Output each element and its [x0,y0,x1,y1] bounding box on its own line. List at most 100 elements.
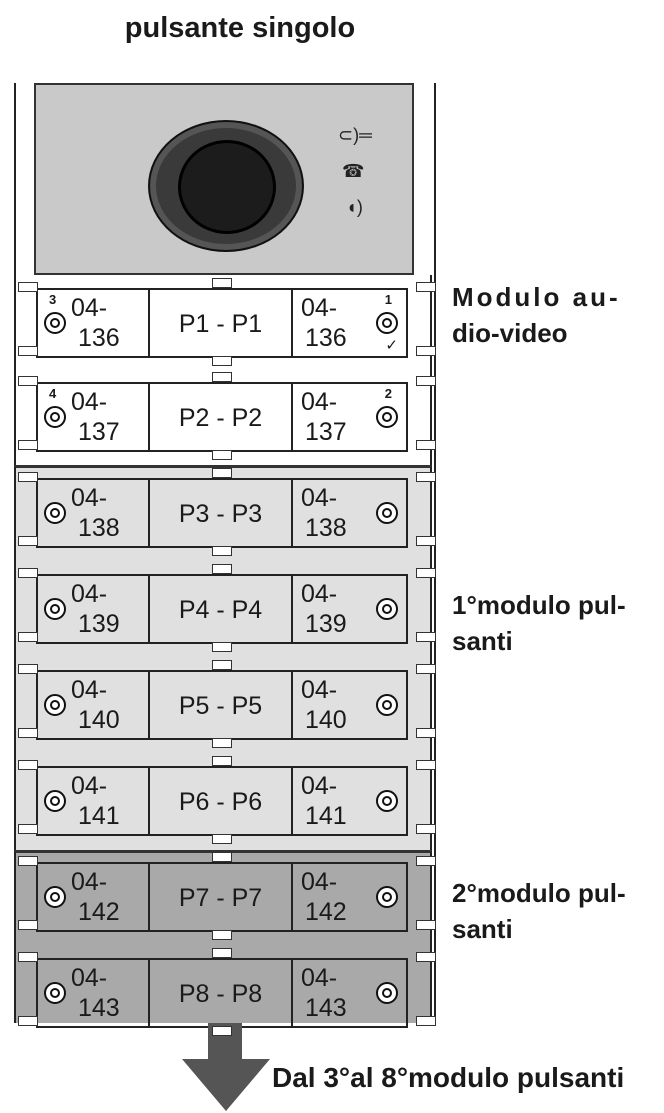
call-button-right[interactable] [376,694,398,716]
right-code-bottom: 142 [305,898,347,926]
name-label: P1 - P1 [178,310,263,338]
mounting-clip [416,824,436,834]
call-button-right[interactable] [376,502,398,524]
left-label-cell: 04-142 [38,864,150,930]
right-button-number: 1 [384,292,392,307]
mounting-clip [18,472,38,482]
call-button-left[interactable] [44,886,66,908]
mounting-clip [416,536,436,546]
mounting-clip [416,760,436,770]
call-button-left[interactable] [44,598,66,620]
mounting-clip [212,546,232,556]
right-label-cell: 04-140 [293,672,406,738]
call-button-left[interactable] [44,790,66,812]
name-cell: P2 - P2 [150,384,293,450]
mounting-clip [18,856,38,866]
right-code-bottom: 139 [305,610,347,638]
mounting-clip [416,376,436,386]
mounting-clip [416,472,436,482]
bottom-label: Dal 3°al 8°modulo pulsanti [272,1062,625,1093]
mounting-clip [18,952,38,962]
mounting-clip [18,568,38,578]
left-label-cell: 04-139 [38,576,150,642]
mounting-clip [18,664,38,674]
left-code-top: 04- [71,676,108,704]
right-code-bottom: 137 [305,418,347,446]
name-label: P4 - P4 [178,596,263,624]
left-code-bottom: 141 [78,802,120,830]
mounting-clip [212,564,232,574]
left-code-bottom: 137 [78,418,120,446]
left-label-cell: 04-138 [38,480,150,546]
mounting-clip [18,824,38,834]
left-code-bottom: 139 [78,610,120,638]
left-code-top: 04- [71,580,108,608]
mounting-clip [212,948,232,958]
right-code-top: 04- [301,484,338,512]
right-code-bottom: 143 [305,994,347,1022]
key-icon: ⊂)═ [338,125,372,145]
module2-label-1: 2°modulo pul- [452,878,626,908]
call-button-left[interactable] [44,694,66,716]
name-label: P2 - P2 [178,404,263,432]
audio-video-label-2: dio-video [452,318,568,348]
camera-panel: ⊂)═ ☎ ◖) [34,83,414,275]
diagram-title: pulsante singolo [124,12,356,44]
call-button-right[interactable] [376,886,398,908]
left-button-number: 3 [49,292,57,307]
audio-video-label-1: Modulo au- [452,282,621,312]
name-label: P5 - P5 [178,692,263,720]
down-arrow-icon [182,1059,270,1111]
right-code-bottom: 140 [305,706,347,734]
module1-label-1: 1°modulo pul- [452,590,626,620]
name-cell: P8 - P8 [150,960,293,1026]
call-button-right[interactable] [376,982,398,1004]
call-button-left[interactable] [44,406,66,428]
mounting-clip [18,536,38,546]
call-button-left[interactable] [44,982,66,1004]
right-code-bottom: 138 [305,514,347,542]
mounting-clip [212,1026,232,1036]
call-button-left[interactable] [44,312,66,334]
mounting-clip [416,1016,436,1026]
mounting-clip [416,282,436,292]
name-cell: P6 - P6 [150,768,293,834]
right-code-top: 04- [301,580,338,608]
left-code-top: 04- [71,772,108,800]
call-button-right[interactable] [376,406,398,428]
button-row: 04-142 P7 - P7 04-142 [36,862,408,932]
call-button-left[interactable] [44,502,66,524]
camera-lens-icon [178,140,276,234]
left-label-cell: 04-141 [38,768,150,834]
right-label-cell: 04-139 [293,576,406,642]
mounting-clip [212,450,232,460]
sound-icon: ◖) [346,197,363,217]
call-button-right[interactable] [376,312,398,334]
mounting-clip [416,728,436,738]
mounting-clip [212,834,232,844]
mounting-clip [212,468,232,478]
right-code-top: 04- [301,964,338,992]
call-button-right[interactable] [376,598,398,620]
mounting-clip [416,920,436,930]
right-code-top: 04- [301,772,338,800]
call-button-right[interactable] [376,790,398,812]
right-code-top: 04- [301,676,338,704]
right-label-cell: 04-138 [293,480,406,546]
left-label-cell: 04-140 [38,672,150,738]
mounting-clip [416,346,436,356]
name-label: P7 - P7 [178,884,263,912]
right-code-top: 04- [301,868,338,896]
right-code-top: 04- [301,388,338,416]
mounting-clip [18,440,38,450]
mounting-clip [18,346,38,356]
left-code-top: 04- [71,964,108,992]
mounting-clip [212,852,232,862]
mounting-clip [212,756,232,766]
